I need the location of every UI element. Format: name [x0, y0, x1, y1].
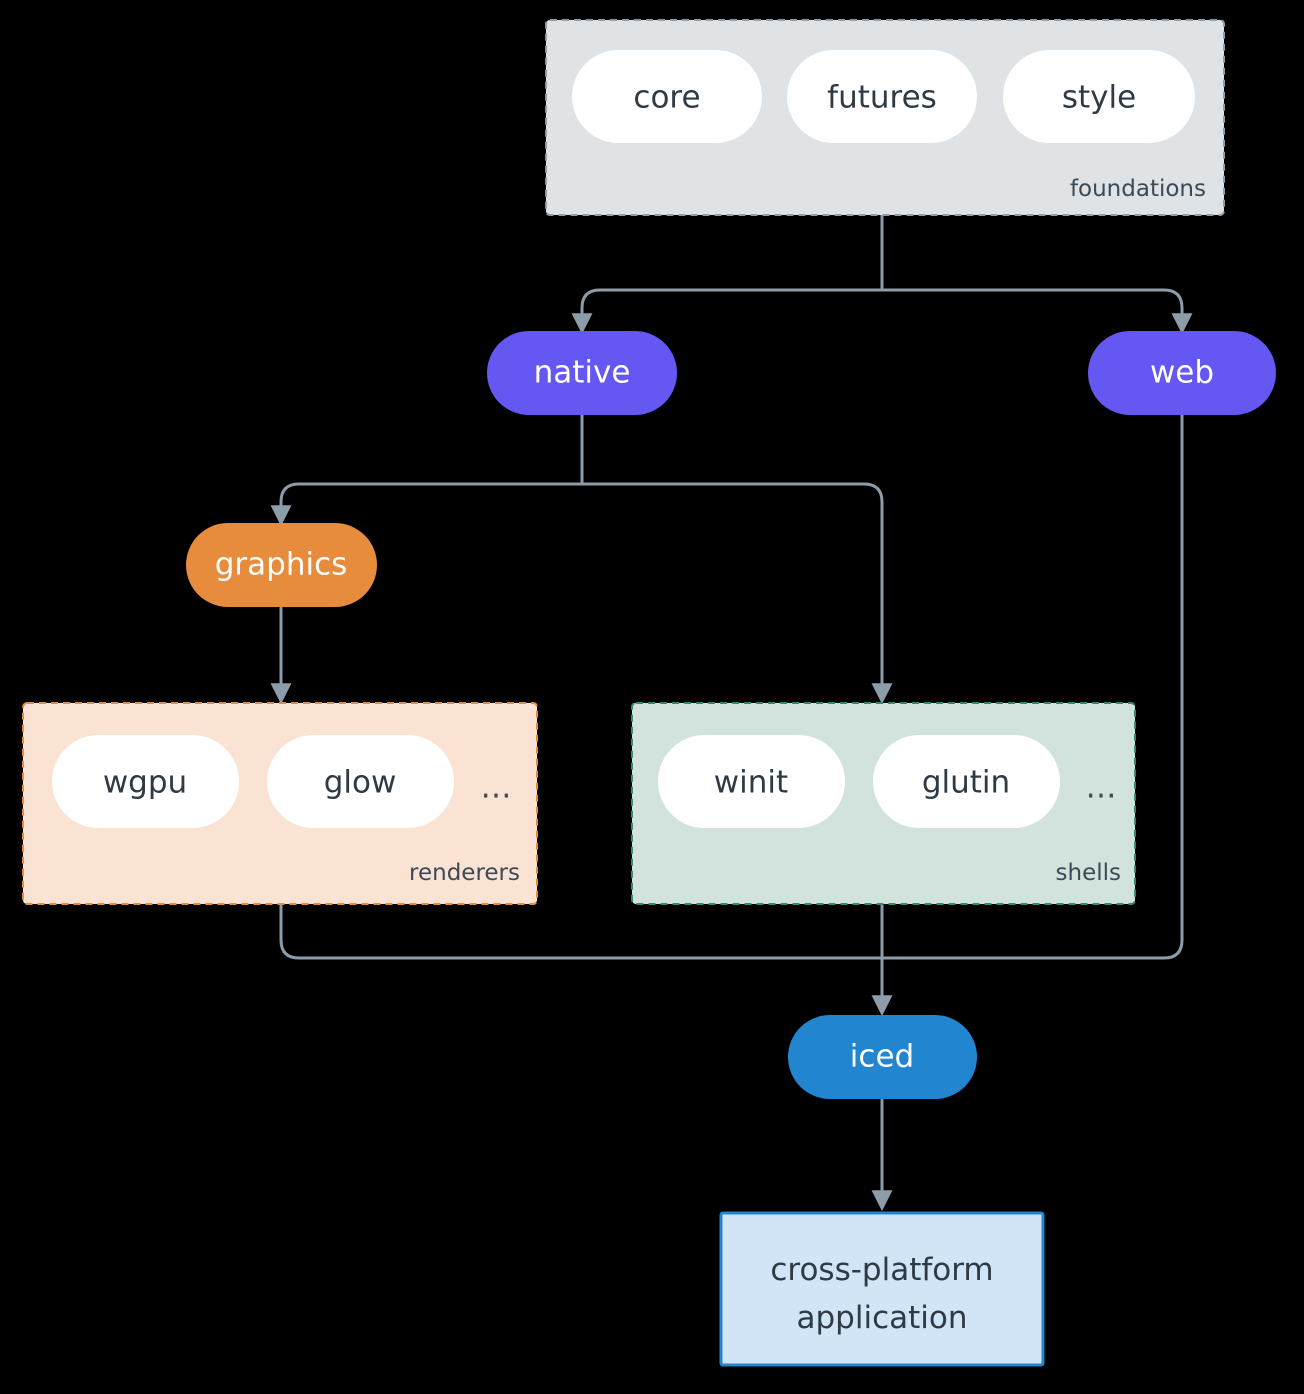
shells-group-label: shells	[1056, 860, 1121, 886]
pill-winit-shape[interactable]	[658, 735, 845, 828]
pill-core-shape[interactable]	[572, 50, 762, 143]
pill-glow-label: glow	[324, 765, 397, 801]
node-graphics[interactable]: graphics	[186, 523, 377, 607]
pill-style[interactable]: style	[1003, 50, 1195, 143]
pill-wgpu[interactable]: wgpu	[52, 735, 239, 828]
group-shells: winit glutin … shells	[631, 702, 1136, 905]
pill-futures-shape[interactable]	[787, 50, 977, 143]
application-box-line1: cross-platform	[770, 1252, 993, 1288]
shells-ellipsis: …	[1086, 770, 1117, 806]
pill-core[interactable]: core	[572, 50, 762, 143]
pill-core-label: core	[633, 80, 700, 116]
node-iced-label: iced	[850, 1039, 914, 1075]
edge-web-to-iced	[880, 413, 1184, 960]
node-web-shape[interactable]	[1088, 331, 1276, 415]
edge-layer	[270, 213, 1193, 1212]
node-native-shape[interactable]	[487, 331, 677, 415]
pill-futures[interactable]: futures	[787, 50, 977, 143]
node-native-label: native	[534, 355, 631, 391]
group-renderers: wgpu glow … renderers	[22, 702, 538, 905]
edge-foundations-to-web	[880, 288, 1193, 335]
pill-wgpu-shape[interactable]	[52, 735, 239, 828]
edge-native-to-shells	[580, 482, 893, 705]
node-iced-shape[interactable]	[788, 1015, 977, 1099]
pill-glow-shape[interactable]	[267, 735, 454, 828]
node-native[interactable]: native	[487, 331, 677, 415]
pill-futures-label: futures	[827, 80, 937, 116]
edge-native-to-graphics	[270, 482, 584, 527]
node-web-label: web	[1150, 355, 1214, 391]
pill-wgpu-label: wgpu	[103, 765, 187, 801]
group-foundations: core futures style foundations	[545, 19, 1225, 216]
pill-winit[interactable]: winit	[658, 735, 845, 828]
renderers-ellipsis: …	[481, 770, 512, 806]
node-graphics-shape[interactable]	[186, 523, 377, 607]
foundations-group-label: foundations	[1070, 176, 1206, 202]
pill-winit-label: winit	[714, 765, 788, 801]
pill-style-label: style	[1062, 80, 1136, 116]
node-cross-platform-application[interactable]: cross-platform application	[719, 1211, 1045, 1367]
pill-glow[interactable]: glow	[267, 735, 454, 828]
application-box-line2: application	[797, 1300, 968, 1336]
node-iced[interactable]: iced	[788, 1015, 977, 1099]
pill-style-shape[interactable]	[1003, 50, 1195, 143]
edge-renderers-to-iced	[279, 903, 884, 960]
application-box-shape[interactable]	[719, 1211, 1045, 1367]
node-graphics-label: graphics	[215, 547, 348, 583]
pill-glutin-shape[interactable]	[873, 735, 1060, 828]
edge-foundations-to-native	[571, 288, 884, 335]
pill-glutin[interactable]: glutin	[873, 735, 1060, 828]
node-web[interactable]: web	[1088, 331, 1276, 415]
pill-glutin-label: glutin	[922, 765, 1010, 801]
renderers-group-label: renderers	[409, 860, 520, 886]
